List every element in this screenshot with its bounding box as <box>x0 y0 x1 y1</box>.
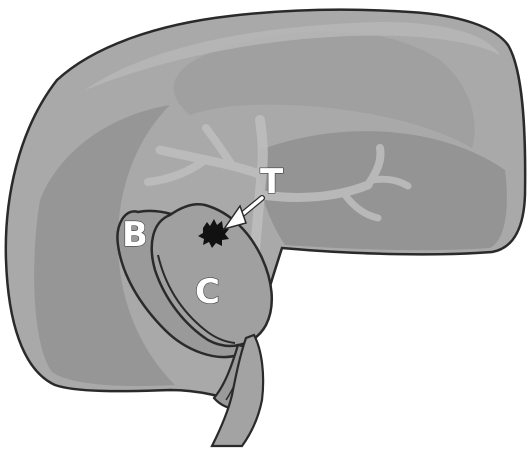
label-t: T <box>260 162 284 202</box>
label-c: C <box>195 272 220 312</box>
label-b: B <box>122 215 148 255</box>
